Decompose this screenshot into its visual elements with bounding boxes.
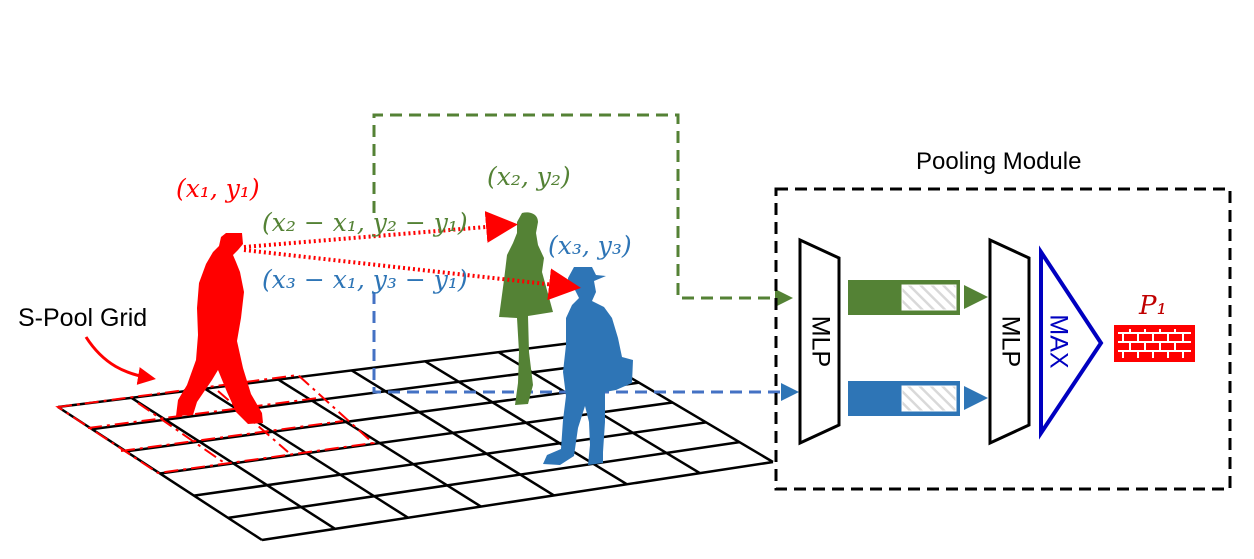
- brick-wall-icon: [1114, 325, 1195, 362]
- grid-row-line: [193, 421, 707, 497]
- mlp2-block: [988, 237, 1031, 446]
- relative-offset-p3-label: (x₃ − x₁, y₃ − y₁): [262, 265, 468, 294]
- p1-coord-label: (x₁, y₁): [176, 174, 260, 203]
- feature-vector-green-hatch: [901, 284, 957, 311]
- p3-coord-label: (x₃, y₃): [548, 231, 632, 260]
- pooling-module-title: Pooling Module: [916, 148, 1082, 175]
- grid-column-line: [351, 369, 555, 497]
- grid-column-line: [277, 378, 482, 508]
- grid-row-line: [261, 460, 774, 542]
- mlp1-block: [798, 237, 841, 446]
- offset-arrow-to-p3: [243, 248, 581, 301]
- standing-woman-icon: [499, 212, 553, 405]
- max-block: [1039, 245, 1104, 440]
- relative-offset-p2-label: (x₂ − x₁, y₂ − y₁): [262, 208, 468, 237]
- mlp1-label: MLP: [806, 315, 835, 368]
- spatial-grid: [57, 341, 774, 542]
- spool-grid-label: S-Pool Grid: [18, 304, 148, 332]
- grid-row-line: [227, 440, 740, 520]
- mlp2-label: MLP: [996, 315, 1025, 368]
- grid-row-line: [125, 381, 640, 453]
- max-label: MAX: [1044, 314, 1073, 369]
- grid-column-line: [57, 405, 263, 542]
- output-p1-label: P₁: [1139, 291, 1167, 321]
- person-with-hat-icon: [543, 267, 633, 465]
- pooling-module-box: [774, 187, 1232, 491]
- p2-coord-label: (x₂, y₂): [487, 162, 571, 191]
- feature-vector-blue-hatch: [901, 385, 957, 412]
- blue-path-connector: [372, 292, 799, 401]
- spool-grid-pointer-arrow: [84, 336, 156, 385]
- green-path-connector: [372, 113, 793, 307]
- grid-column-line: [130, 396, 336, 530]
- walking-person-icon: [176, 233, 263, 424]
